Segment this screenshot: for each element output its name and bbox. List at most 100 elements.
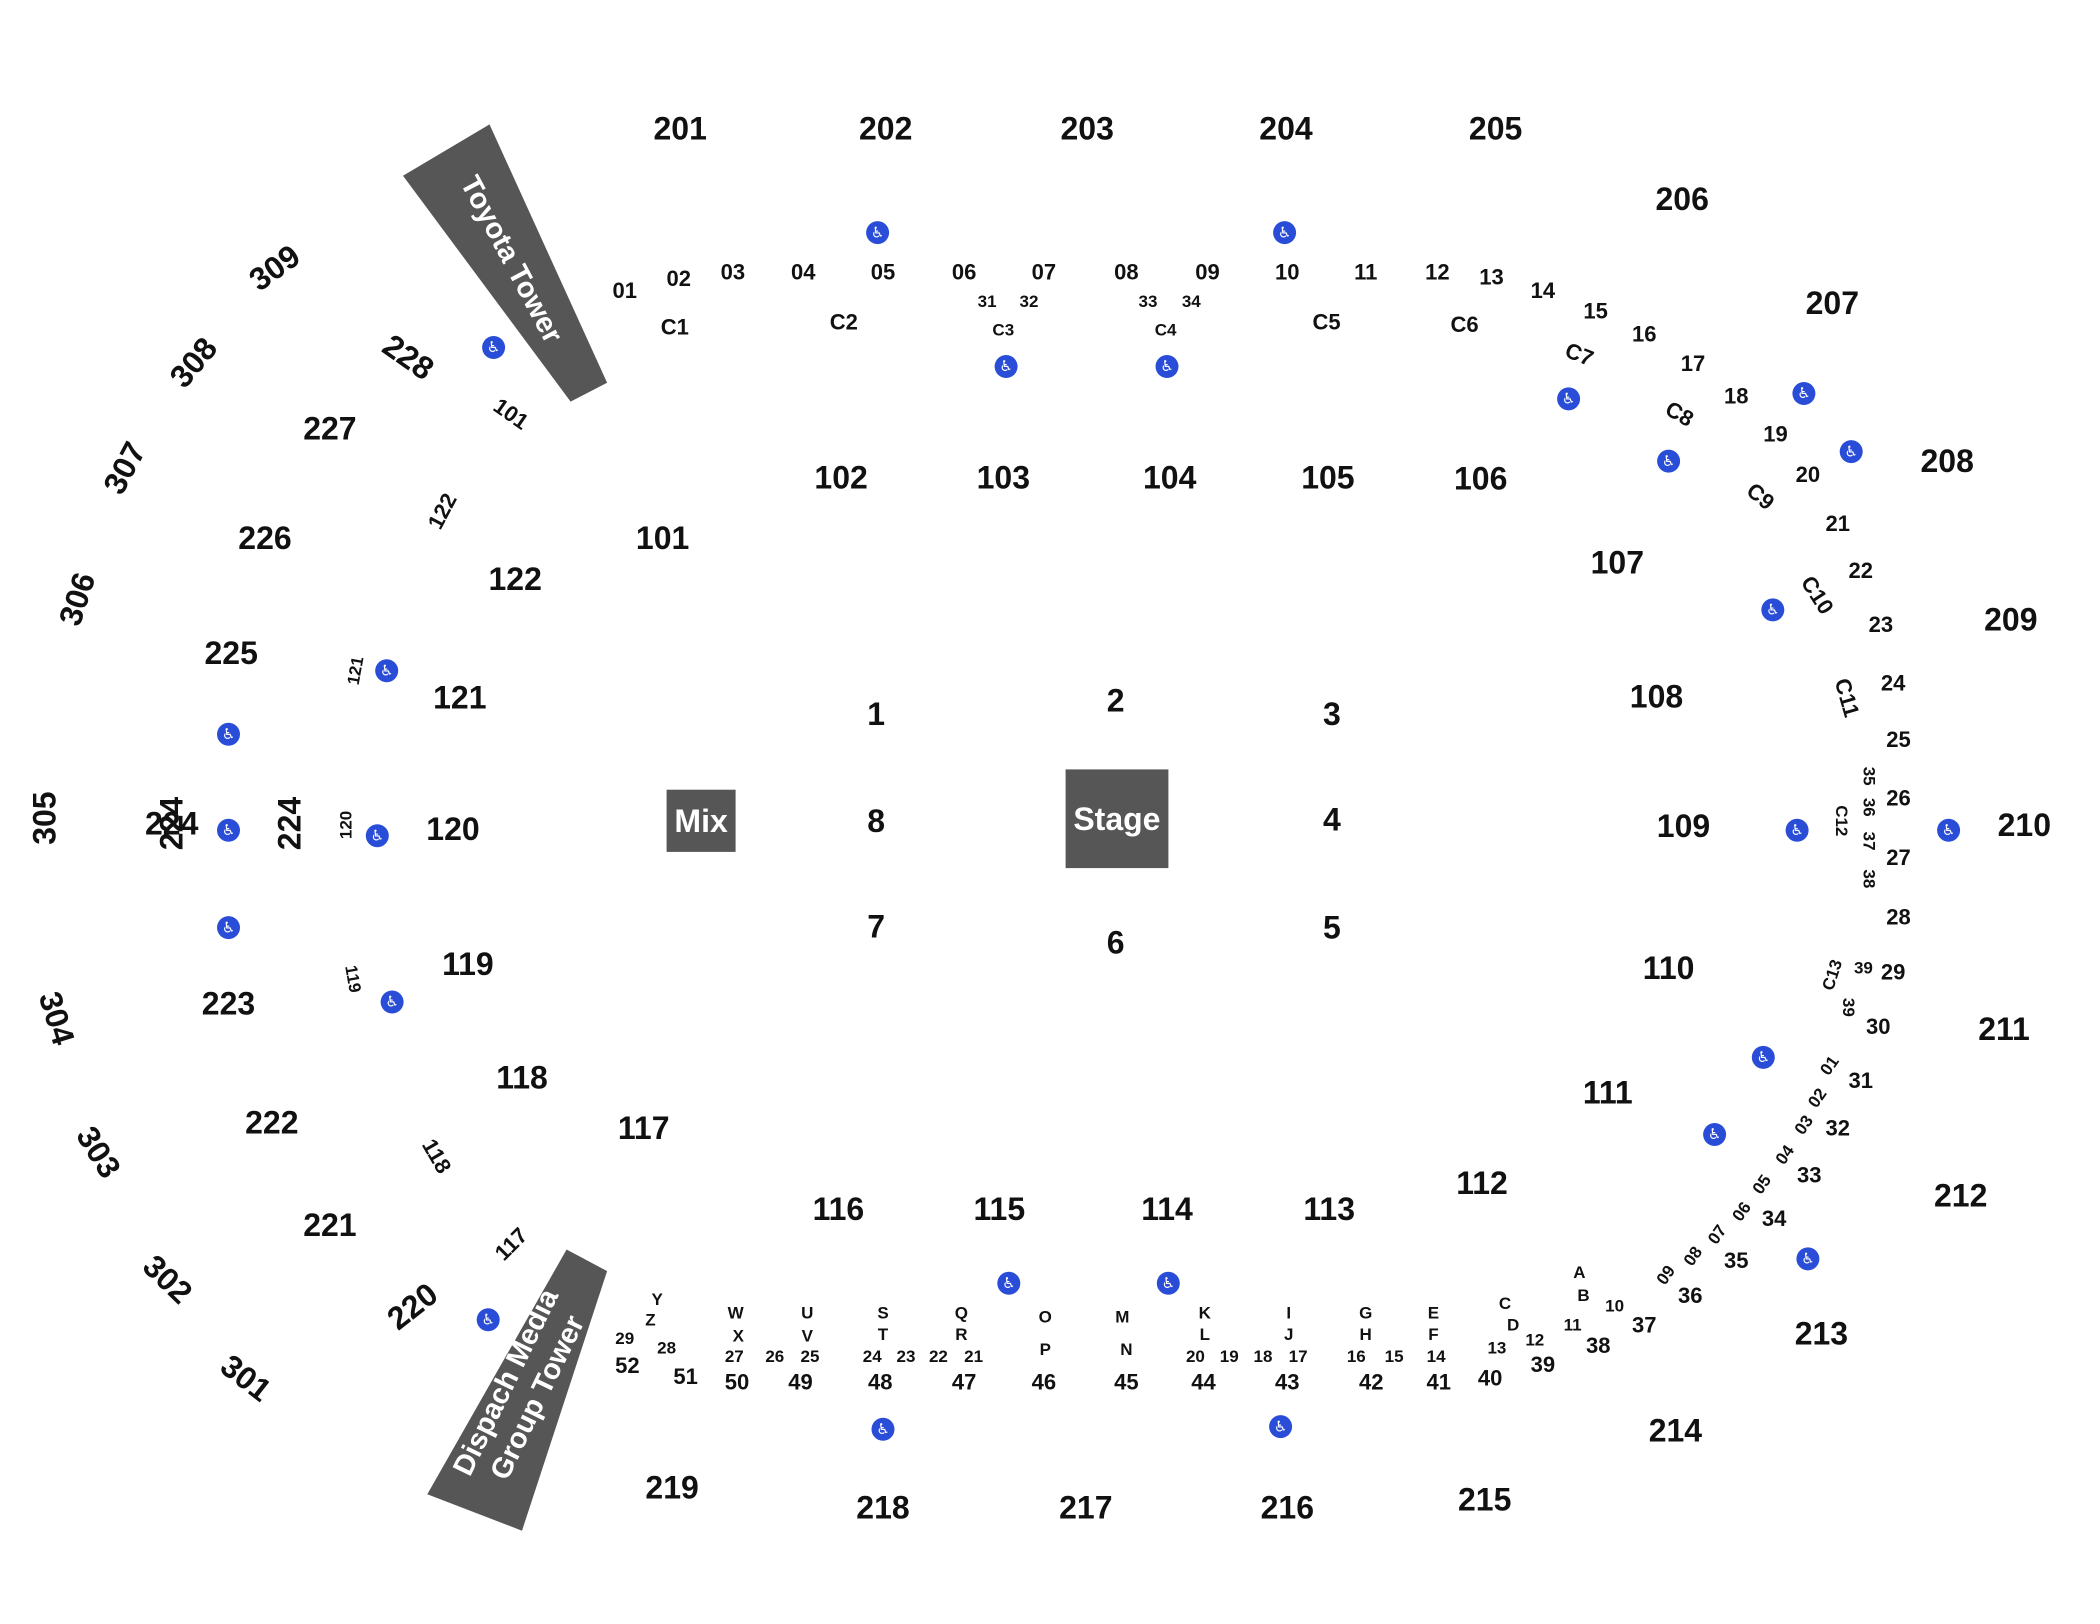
suite-25-south: 25	[801, 1347, 820, 1366]
wheelchair-icon: ♿	[1792, 382, 1816, 405]
suite-17-south: 17	[1289, 1347, 1308, 1366]
section-109: 109	[1657, 808, 1710, 844]
wheelchair-icon: ♿	[1761, 598, 1785, 622]
suite-letter-K: K	[1199, 1304, 1212, 1323]
section-122-aisle-label: 122	[423, 489, 462, 533]
suite-22-south: 22	[929, 1347, 948, 1366]
suite-44-south: 44	[1191, 1370, 1216, 1395]
suite-27-north: 27	[1886, 845, 1910, 870]
section-304: 304	[32, 987, 82, 1049]
club-C3: C3	[992, 320, 1014, 339]
club-C7: C7	[1562, 337, 1597, 371]
suite-24-north: 24	[1881, 670, 1906, 695]
section-303: 303	[69, 1120, 128, 1184]
suite-letter-I: I	[1286, 1304, 1291, 1323]
section-206: 206	[1656, 181, 1709, 217]
suite-letter-V: V	[802, 1327, 814, 1346]
section-117-aisle-label: 117	[490, 1223, 533, 1266]
section-114: 114	[1141, 1191, 1193, 1227]
section-224: 224	[145, 806, 199, 842]
section-208: 208	[1921, 443, 1974, 479]
wheelchair-icon: ♿	[1273, 221, 1297, 245]
svg-text:♿: ♿	[1790, 823, 1803, 839]
suite-01-north: 01	[612, 278, 636, 303]
suite-08-south: 08	[1680, 1243, 1706, 1269]
suite-52-south: 52	[615, 1353, 639, 1378]
suite-14-south: 14	[1427, 1347, 1446, 1366]
suite-51-south: 51	[673, 1364, 697, 1389]
suite-39-north: 39	[1854, 959, 1873, 978]
svg-text:♿: ♿	[222, 727, 235, 743]
suite-letter-R: R	[955, 1325, 967, 1344]
section-205: 205	[1469, 111, 1522, 147]
section-220: 220	[380, 1276, 444, 1337]
suite-letter-P: P	[1040, 1340, 1051, 1359]
wheelchair-icon: ♿	[1557, 387, 1581, 411]
svg-text:♿: ♿	[1562, 392, 1575, 408]
suite-50-south: 50	[725, 1370, 749, 1395]
section-115: 115	[973, 1191, 1025, 1227]
suite-36-south: 36	[1678, 1283, 1702, 1308]
suite-15-north: 15	[1583, 299, 1607, 324]
section-118: 118	[496, 1060, 548, 1096]
svg-text:♿: ♿	[482, 1312, 495, 1328]
suite-letter-E: E	[1428, 1304, 1439, 1323]
svg-text:♿: ♿	[1662, 454, 1675, 470]
suite-30-north: 30	[1866, 1014, 1890, 1039]
suite-17-north: 17	[1681, 351, 1705, 376]
svg-text:♿: ♿	[487, 340, 500, 356]
svg-text:♿: ♿	[385, 995, 398, 1011]
suite-03-south: 03	[1791, 1112, 1817, 1138]
suite-letter-J: J	[1284, 1325, 1293, 1344]
svg-text:♿: ♿	[1160, 359, 1173, 375]
suite-37-south: 37	[1632, 1313, 1656, 1338]
suite-09-south: 09	[1653, 1262, 1679, 1288]
section-117: 117	[618, 1110, 670, 1146]
club-C13: C13	[1818, 957, 1846, 993]
section-221: 221	[303, 1207, 356, 1243]
suite-07-north: 07	[1032, 259, 1056, 284]
stage-block: Stage	[1065, 769, 1169, 869]
section-201: 201	[654, 111, 707, 147]
section-105: 105	[1301, 459, 1354, 495]
club-C9: C9	[1742, 478, 1780, 515]
floor-section-6: 6	[1107, 925, 1125, 961]
section-101: 101	[636, 520, 689, 556]
floor-section-8: 8	[867, 803, 885, 839]
suite-13-north: 13	[1479, 265, 1503, 290]
mix-block: Mix	[666, 789, 736, 852]
section-120: 120	[426, 811, 479, 847]
suite-14-north: 14	[1531, 278, 1556, 303]
suite-36-north: 36	[1859, 798, 1878, 817]
wheelchair-icon: ♿	[866, 221, 890, 245]
svg-text:♿: ♿	[1942, 823, 1955, 839]
wheelchair-icon: ♿	[1155, 355, 1179, 378]
suite-49-south: 49	[788, 1370, 812, 1395]
suite-19-south: 19	[1220, 1347, 1239, 1366]
section-222: 222	[245, 1104, 298, 1140]
svg-text:♿: ♿	[1757, 1050, 1770, 1066]
section-203: 203	[1061, 111, 1114, 147]
section-217: 217	[1059, 1490, 1112, 1526]
suite-letter-G: G	[1359, 1304, 1372, 1323]
suite-48-south: 48	[868, 1370, 892, 1395]
svg-text:♿: ♿	[999, 359, 1012, 375]
suite-33-south: 33	[1797, 1163, 1821, 1188]
suite-11-north: 11	[1354, 259, 1377, 284]
suite-29-south: 29	[615, 1329, 634, 1348]
suite-47-south: 47	[952, 1370, 976, 1395]
suite-10-north: 10	[1275, 259, 1299, 284]
suite-25-north: 25	[1886, 727, 1910, 752]
club-C12: C12	[1832, 805, 1851, 836]
section-225: 225	[205, 635, 258, 671]
wheelchair-icon: ♿	[375, 659, 399, 683]
section-120-aisle-label: 120	[337, 811, 356, 839]
floor-section-7: 7	[867, 908, 885, 944]
section-107: 107	[1591, 545, 1644, 581]
suite-letter-B: B	[1577, 1286, 1589, 1305]
wheelchair-icon: ♿	[1269, 1415, 1293, 1439]
section-103: 103	[977, 459, 1030, 495]
suite-20-south: 20	[1186, 1347, 1205, 1366]
